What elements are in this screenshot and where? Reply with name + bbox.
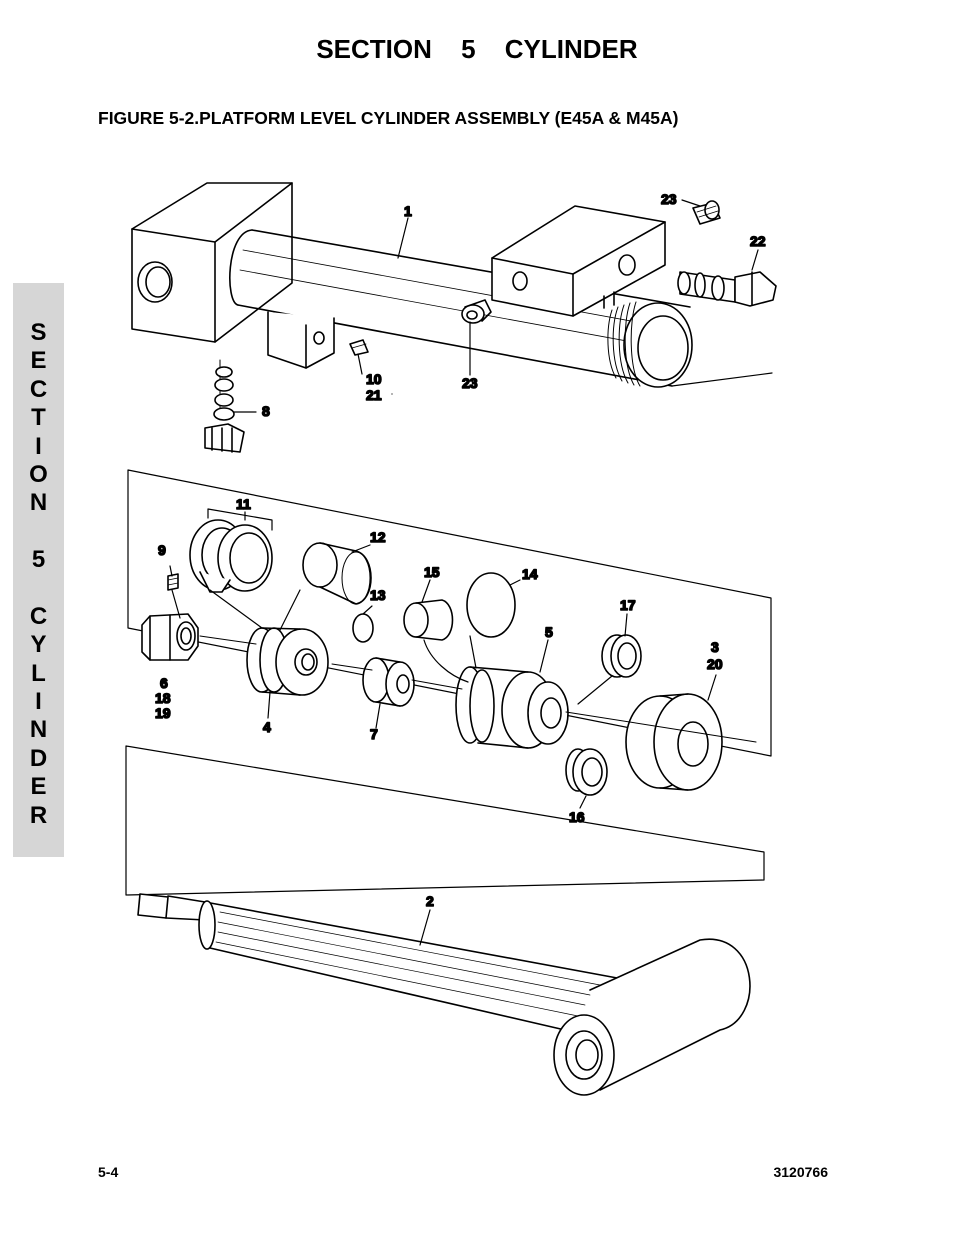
piston-seal-kit xyxy=(189,508,273,593)
side-tab-letter: C xyxy=(29,375,48,403)
side-tab-letter: I xyxy=(35,688,42,716)
callout-23-center: 23 xyxy=(462,375,478,391)
callout-12: 12 xyxy=(370,529,386,545)
callout-16: 16 xyxy=(569,809,585,825)
side-tab-letter: I xyxy=(35,432,42,460)
callout-19: 19 xyxy=(155,705,171,721)
callout-22: 22 xyxy=(750,233,766,249)
plug-top xyxy=(692,200,721,225)
counterbalance-valve xyxy=(204,359,245,453)
set-screw xyxy=(167,573,179,591)
callouts: 1 23 22 10 21 23 8 11 12 9 15 14 13 17 5… xyxy=(154,190,766,910)
side-tab-letter: E xyxy=(30,773,47,801)
callout-5: 5 xyxy=(545,624,553,640)
callout-4: 4 xyxy=(263,719,271,735)
side-tab-letter: R xyxy=(29,801,48,829)
rod-wiper xyxy=(403,599,454,641)
side-tab-letter: D xyxy=(29,744,48,772)
side-tab-letter: L xyxy=(31,659,46,687)
callout-17: 17 xyxy=(620,597,636,613)
wear-ring xyxy=(302,542,372,605)
callout-6: 6 xyxy=(160,675,168,691)
side-tab-letter: N xyxy=(29,716,48,744)
buffer-seal xyxy=(565,748,608,796)
rod-seal xyxy=(601,634,642,678)
callout-7: 7 xyxy=(370,726,378,742)
piston-rod xyxy=(137,893,751,1096)
callout-2: 2 xyxy=(426,893,434,909)
plug-lug xyxy=(349,339,369,356)
side-tab-letter: S xyxy=(30,319,47,346)
callout-10: 10 xyxy=(366,371,382,387)
leader-lines xyxy=(169,199,759,946)
callout-11: 11 xyxy=(236,496,251,512)
cylinder-head xyxy=(455,666,569,749)
cylinder-barrel xyxy=(131,182,693,388)
callout-3: 3 xyxy=(711,639,719,655)
callout-13: 13 xyxy=(370,587,386,603)
figure-title: FIGURE 5-2.PLATFORM LEVEL CYLINDER ASSEM… xyxy=(98,108,679,128)
side-tab-letter: N xyxy=(29,489,48,517)
side-tab-letter: E xyxy=(30,347,47,375)
o-ring-small xyxy=(352,613,374,643)
callout-21: 21 xyxy=(366,387,382,403)
callout-9: 9 xyxy=(158,542,166,558)
page-title: SECTION 5 CYLINDER xyxy=(316,34,638,64)
callout-15: 15 xyxy=(424,564,440,580)
spacer xyxy=(362,657,415,707)
piston xyxy=(246,627,329,696)
lock-nut xyxy=(141,613,199,661)
rod-group-frame xyxy=(125,745,765,896)
callout-8: 8 xyxy=(262,403,270,419)
callout-14: 14 xyxy=(522,566,538,582)
callout-23-top: 23 xyxy=(661,191,677,207)
side-tab-letter: Y xyxy=(30,631,47,659)
callout-18: 18 xyxy=(155,690,171,706)
o-ring-large xyxy=(466,572,516,638)
plug-center xyxy=(461,299,492,324)
piston-group-frame xyxy=(127,469,772,757)
side-tab-letter: T xyxy=(31,404,46,432)
side-tab-letter: C xyxy=(29,602,48,630)
page-number: 5-4 xyxy=(98,1164,119,1180)
callout-1: 1 xyxy=(404,203,412,219)
side-tab-letter: 5 xyxy=(31,546,46,574)
gland-nut xyxy=(625,693,723,791)
callout-20: 20 xyxy=(707,656,723,672)
relief-valve-cartridge xyxy=(677,271,777,307)
document-number: 3120766 xyxy=(773,1164,828,1180)
side-tab-letter: O xyxy=(29,460,48,488)
